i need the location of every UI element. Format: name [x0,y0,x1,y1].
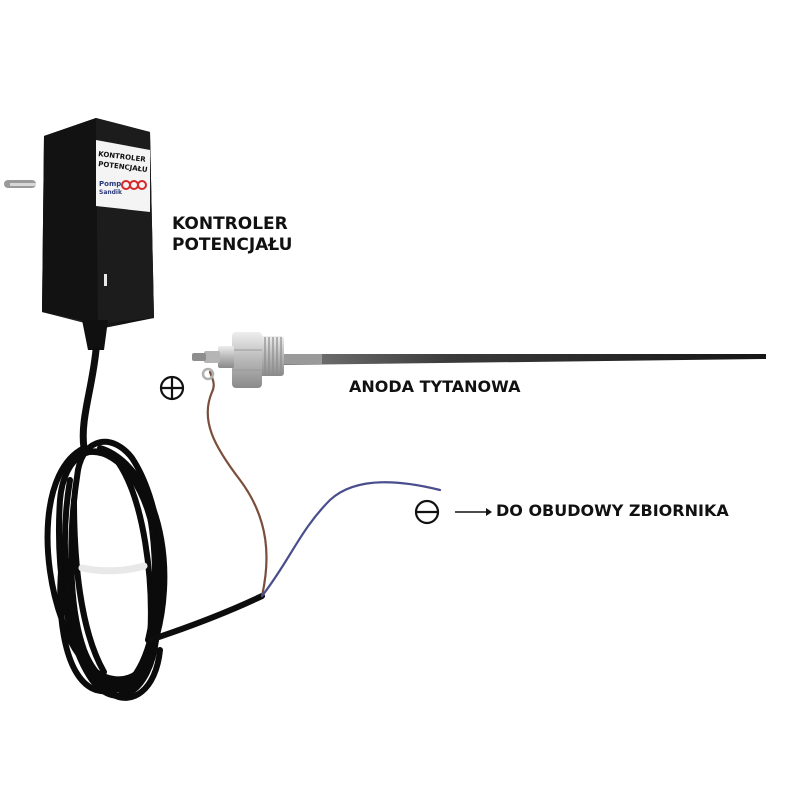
output-cable [147,593,265,643]
plug-pins [4,180,36,188]
negative-wire [260,481,442,598]
minus-icon [414,499,440,525]
cable-tie [78,562,148,575]
titanium-anode [192,332,766,388]
positive-wire [206,370,268,598]
power-cable [79,346,100,452]
brand-logo-icon [121,180,147,190]
arrow-right-icon [455,508,492,516]
sticker-brand2: Sandik [99,189,123,196]
cable-coil [44,438,168,701]
sticker-brand1: Pomp [99,180,121,188]
plus-icon [159,375,185,401]
controller-sticker: KONTROLER POTENCJAŁU Pomp Sandik [96,140,150,212]
anode-label: ANODA TYTANOWA [349,377,521,396]
controller-label: KONTROLER POTENCJAŁU [172,214,292,256]
tank-connection-label: DO OBUDOWY ZBIORNIKA [496,501,729,520]
controller-label-line1: KONTROLER [172,214,288,234]
controller-label-line2: POTENCJAŁU [172,235,293,255]
